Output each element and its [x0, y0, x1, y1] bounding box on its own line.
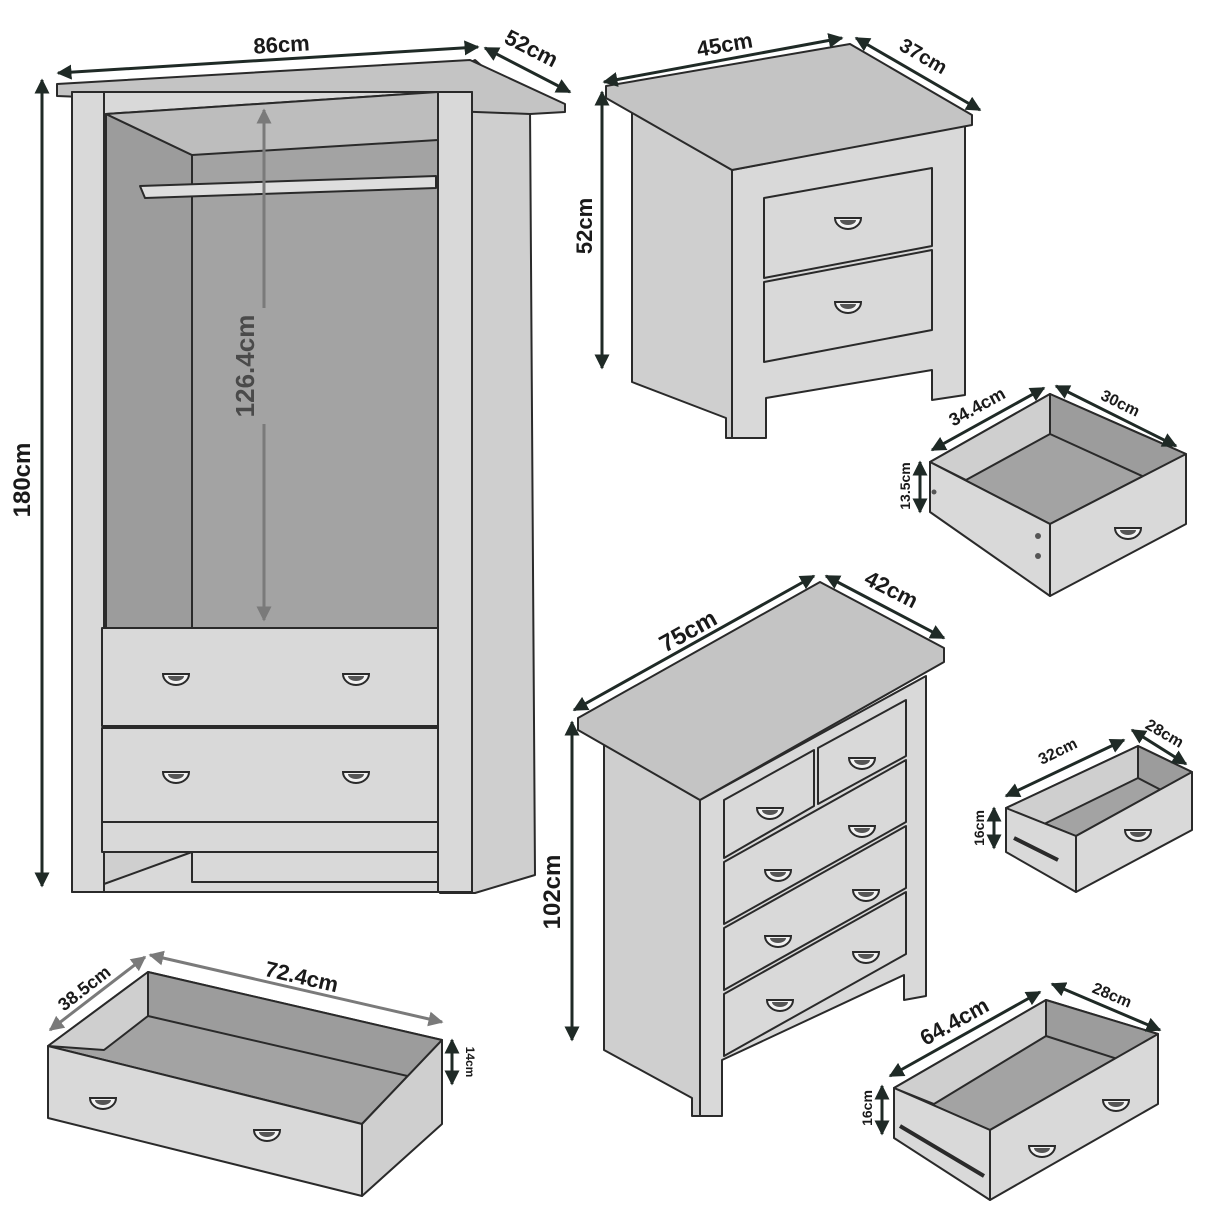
wardrobe-drawer-detail: 72.4cm 38.5cm 14cm: [47, 950, 477, 1197]
bedside-drawer-detail: 34.4cm 30cm 13.5cm: [897, 383, 1187, 597]
wardrobe-drawer-top: [101, 627, 439, 727]
wardrobe-depth-line: [483, 46, 572, 94]
chest-drawer-small-1: [723, 749, 815, 859]
chest-drawer-large-2: [723, 825, 907, 991]
bd-width-line: [930, 386, 1046, 452]
wd-height-label: 14cm: [463, 1047, 477, 1078]
wd-depth-line: [48, 955, 147, 1032]
cld-width-line: [888, 990, 1042, 1078]
chest-of-drawers: [577, 581, 945, 1117]
hanging-rail: [139, 175, 437, 199]
bd-screw-2: [1035, 553, 1041, 559]
chest-depth-label: 42cm: [861, 565, 922, 613]
chest-drawer-small-2: [817, 699, 907, 805]
bd-front: [1049, 453, 1187, 597]
wd-width-line: [148, 950, 444, 1027]
wd-front: [47, 1045, 363, 1197]
bd-screw-1: [1035, 533, 1041, 539]
wardrobe-dimensions: 86cm 52cm 180cm 126.4cm: [9, 24, 572, 888]
bedside-width-line: [602, 33, 844, 87]
csd-depth-label: 28cm: [1142, 717, 1186, 752]
wardrobe-drawer-bottom: [101, 727, 439, 823]
chest-drawer-large-3: [723, 891, 907, 1057]
cld-height-label: 16cm: [859, 1090, 875, 1126]
bedside-depth-line: [854, 36, 982, 112]
bd-height-label: 13.5cm: [897, 462, 913, 509]
chest-depth-line: [824, 574, 946, 640]
csd-depth-line: [1130, 728, 1188, 766]
chest-width-line: [572, 574, 816, 712]
chest-small-drawer-detail: 32cm 28cm 16cm: [971, 717, 1193, 893]
hanging-height-label-bg: [236, 308, 270, 424]
wardrobe-width-line: [56, 40, 480, 80]
csd-runner: [1013, 836, 1059, 862]
chest-drawer-large-1: [723, 759, 907, 925]
cld-depth-line: [1050, 982, 1162, 1032]
wardrobe-plinth-recess: [191, 851, 439, 883]
csd-height-label: 16cm: [971, 810, 987, 846]
csd-width-line: [1004, 738, 1126, 798]
bd-screw-3: [931, 489, 937, 495]
wardrobe-plinth-rail: [101, 821, 439, 853]
bd-depth-line: [1054, 384, 1178, 448]
wardrobe-height-label: 180cm: [9, 443, 36, 518]
wardrobe-width-label: 86cm: [253, 30, 311, 58]
cld-front: [989, 1033, 1159, 1201]
bedside-cabinet: [605, 43, 973, 439]
chest-side: [603, 743, 701, 1117]
wardrobe-right-stile: [437, 91, 473, 893]
wardrobe-left-stile: [71, 91, 105, 893]
wardrobe-plinth-left: [103, 851, 193, 885]
hanging-height-label: 126.4cm: [230, 315, 260, 418]
bd-depth-label: 30cm: [1098, 387, 1142, 420]
chest-height-label: 102cm: [539, 855, 566, 930]
wardrobe-depth-label: 52cm: [501, 24, 562, 72]
bedside-height-label: 52cm: [572, 198, 597, 254]
chest-large-drawer-detail: 64.4cm 28cm 16cm: [859, 980, 1162, 1201]
bedside-depth-label: 37cm: [895, 34, 950, 79]
cld-depth-label: 28cm: [1090, 980, 1134, 1012]
cld-runner: [898, 1124, 986, 1178]
wardrobe: [56, 59, 566, 894]
